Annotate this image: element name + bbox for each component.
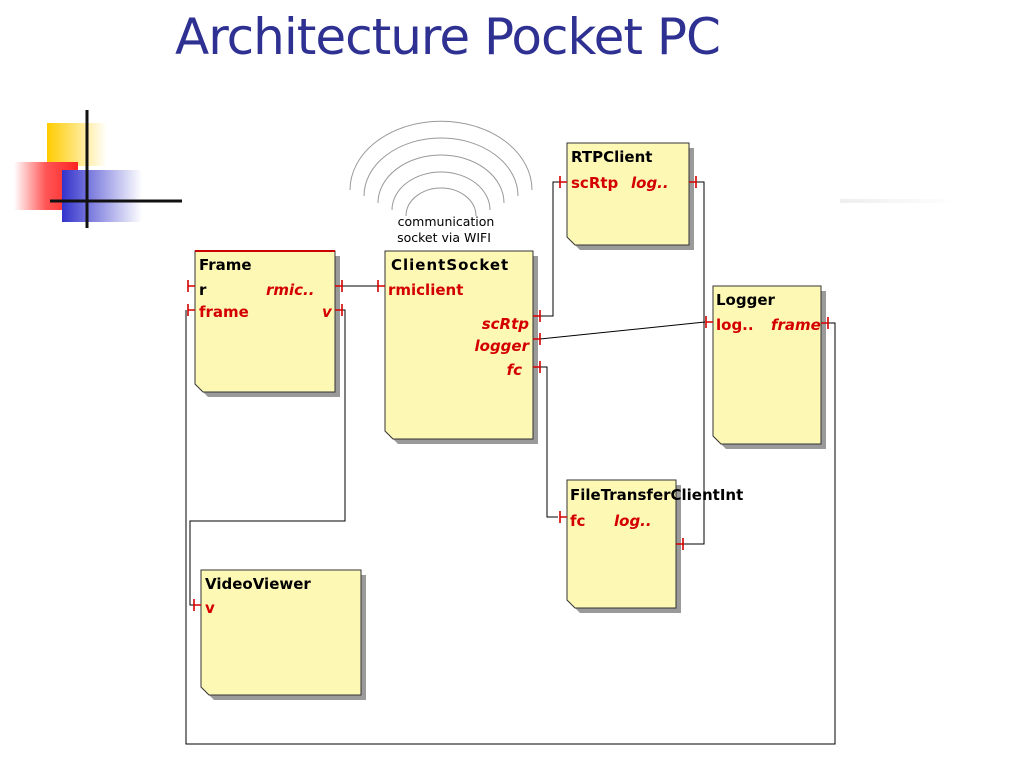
frame-component: Frame r rmic.. frame v bbox=[187, 250, 343, 397]
logger-port-frame: frame bbox=[771, 316, 821, 334]
logger-title: Logger bbox=[716, 291, 776, 309]
videoviewer-port-v: v bbox=[205, 599, 215, 617]
rtpclient-port-log: log.. bbox=[631, 174, 669, 192]
connectors bbox=[185, 181, 836, 745]
deco-blue-square bbox=[62, 170, 142, 222]
videoviewer-title: VideoViewer bbox=[205, 575, 311, 593]
frame-port-v: v bbox=[322, 303, 333, 321]
clientsocket-component: ClientSocket rmiclient scRtp logger fc bbox=[377, 250, 541, 444]
wifi-note-line2: socket via WIFI bbox=[397, 230, 491, 245]
videoviewer-component: VideoViewer v bbox=[193, 569, 366, 700]
clientsocket-title: ClientSocket bbox=[391, 256, 509, 274]
deco-yellow-square bbox=[47, 123, 107, 166]
rtpclient-title: RTPClient bbox=[571, 148, 652, 166]
clientsocket-port-scrtp: scRtp bbox=[482, 315, 530, 333]
logger-port-log: log.. bbox=[716, 316, 754, 334]
filetransfer-port-log: log.. bbox=[614, 512, 652, 530]
wire-frame-loop bbox=[185, 310, 836, 745]
wire-v-videoviewer bbox=[189, 309, 346, 606]
wire-fc bbox=[540, 366, 558, 518]
slide-title: Architecture Pocket PC bbox=[175, 8, 721, 66]
rtpclient-component: RTPClient scRtp log.. bbox=[559, 142, 697, 250]
filetransfer-port-fc: fc bbox=[570, 512, 585, 530]
corner-logo bbox=[14, 110, 960, 228]
wire-logger bbox=[539, 321, 706, 340]
deco-right-line bbox=[840, 199, 960, 203]
clientsocket-port-rmiclient: rmiclient bbox=[388, 281, 463, 299]
wifi-signal-icon bbox=[349, 120, 533, 217]
frame-title: Frame bbox=[199, 256, 252, 274]
wire-scrtp bbox=[540, 181, 561, 317]
frame-port-rmic: rmic.. bbox=[266, 281, 314, 299]
filetransfer-component: FileTransferClientInt fc log.. bbox=[559, 479, 743, 613]
filetransfer-title: FileTransferClientInt bbox=[570, 486, 743, 504]
frame-port-frame: frame bbox=[199, 303, 249, 321]
frame-port-r: r bbox=[199, 281, 207, 299]
rtpclient-port-scrtp: scRtp bbox=[571, 174, 619, 192]
clientsocket-port-logger: logger bbox=[475, 337, 531, 355]
clientsocket-port-fc: fc bbox=[507, 361, 523, 379]
wifi-note-line1: communication bbox=[398, 214, 495, 229]
logger-component: Logger log.. frame bbox=[705, 285, 829, 449]
wire-log-rtp-ft bbox=[683, 181, 705, 545]
